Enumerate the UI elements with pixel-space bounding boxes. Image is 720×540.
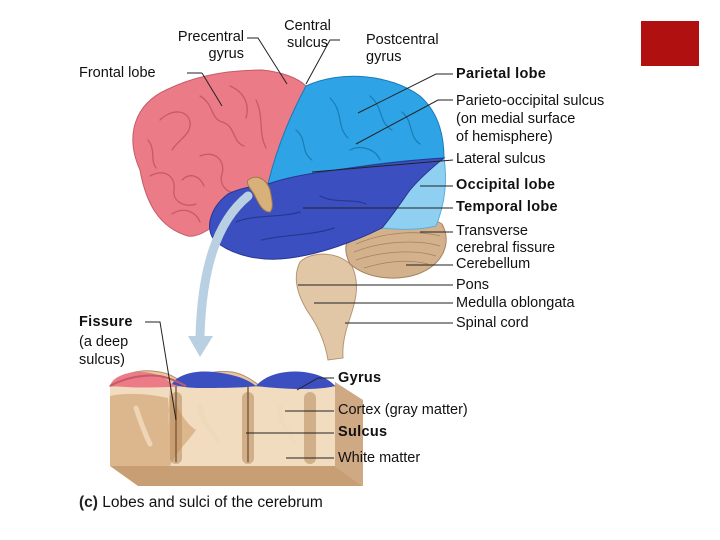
label-temporal-lobe: Temporal lobe [456, 199, 558, 215]
label-occipital-lobe: Occipital lobe [456, 177, 556, 193]
insula-shape [247, 176, 273, 213]
caption-tag: (c) [79, 494, 98, 511]
temporal-lobe-shape [209, 157, 446, 260]
cross-section [108, 370, 363, 486]
arrow-head [188, 336, 213, 357]
label-fissure: Fissure [79, 314, 133, 330]
label-precentral-gyrus: Precentral gyrus [177, 29, 244, 62]
figure-caption: (c) Lobes and sulci of the cerebrum [79, 494, 323, 512]
brainstem-shape [295, 253, 357, 361]
label-fissure-description: (a deep sulcus) [79, 334, 129, 368]
label-cortex: Cortex (gray matter) [338, 402, 468, 418]
label-pons: Pons [456, 277, 490, 293]
label-parietal-lobe: Parietal lobe [456, 66, 547, 82]
label-postcentral-gyrus: Postcentral gyrus [366, 32, 439, 65]
label-central-sulcus: Central sulcus [284, 18, 331, 51]
label-lateral-sulcus: Lateral sulcus [456, 151, 546, 167]
arrow-shaft [195, 191, 253, 341]
label-frontal-lobe: Frontal lobe [79, 65, 156, 81]
label-medulla-oblongata: Medulla oblongata [456, 295, 575, 311]
corner-accent-box [641, 21, 699, 66]
label-parieto-occipital-sulcus: Parieto-occipital sulcus (on medial surf… [456, 93, 605, 145]
label-sulcus: Sulcus [338, 424, 388, 440]
label-white-matter: White matter [338, 450, 421, 466]
label-spinal-cord: Spinal cord [456, 315, 529, 331]
label-cerebellum: Cerebellum [456, 256, 531, 272]
caption-text: Lobes and sulci of the cerebrum [97, 494, 323, 511]
label-gyrus: Gyrus [338, 370, 382, 386]
label-transverse-fissure: Transverse cerebral fissure [456, 223, 556, 256]
